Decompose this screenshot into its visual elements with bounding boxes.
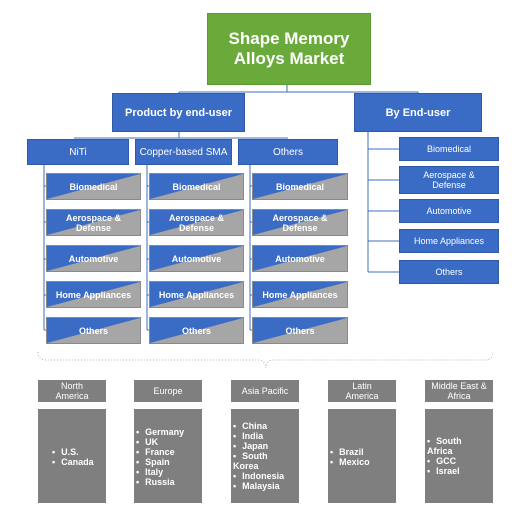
region-europe-body: Germany UK France Spain Italy Russia <box>134 409 202 503</box>
product-copper-label: Copper-based SMA <box>139 146 228 158</box>
region-name: Latin America <box>345 381 379 401</box>
enduser-item-automotive: Automotive <box>399 199 499 223</box>
country-item: Indonesia <box>233 471 299 481</box>
product-niti-box: NiTi <box>27 139 129 165</box>
others-item-label: Biomedical <box>275 181 324 192</box>
copper-item-label: Biomedical <box>172 181 221 192</box>
country-item: Canada <box>52 457 106 467</box>
region-name: North America <box>55 381 89 401</box>
niti-item-biomedical: Biomedical <box>46 173 141 200</box>
product-others-label: Others <box>272 146 303 158</box>
product-others-box: Others <box>238 139 338 165</box>
country-item: India <box>233 431 299 441</box>
copper-item-label: Automotive <box>171 253 222 264</box>
niti-item-others: Others <box>46 317 141 344</box>
region-mea-header: Middle East & Africa <box>425 380 493 402</box>
region-europe-header: Europe <box>134 380 202 402</box>
region-name: Middle East & Africa <box>431 381 487 401</box>
region-asia-pacific-header: Asia Pacific <box>231 380 299 402</box>
others-item-aerospace: Aerospace & Defense <box>252 209 348 236</box>
copper-item-aerospace: Aerospace & Defense <box>149 209 244 236</box>
product-copper-box: Copper-based SMA <box>135 139 232 165</box>
niti-item-aerospace: Aerospace & Defense <box>46 209 141 236</box>
region-name: Europe <box>153 386 183 396</box>
title-text: Shape Memory Alloys Market <box>228 29 350 68</box>
niti-item-label: Others <box>78 325 108 336</box>
enduser-item-label: Aerospace & Defense <box>423 170 475 190</box>
country-item: U.S. <box>52 447 106 457</box>
country-item: Japan <box>233 441 299 451</box>
country-item: UK <box>136 437 202 447</box>
others-item-home-appliances: Home Appliances <box>252 281 348 308</box>
region-latin-america-body: Brazil Mexico <box>328 409 396 503</box>
enduser-item-label: Others <box>435 267 463 277</box>
country-item: Russia <box>136 477 202 487</box>
others-item-label: Home Appliances <box>262 289 338 300</box>
enduser-item-biomedical: Biomedical <box>399 137 499 161</box>
others-item-label: Automotive <box>275 253 325 264</box>
niti-item-label: Automotive <box>68 253 119 264</box>
others-item-others: Others <box>252 317 348 344</box>
country-item: South Africa <box>427 436 473 456</box>
country-item: Mexico <box>330 457 396 467</box>
copper-item-label: Aerospace & Defense <box>168 212 225 233</box>
enduser-item-label: Automotive <box>426 206 472 216</box>
enduser-item-others: Others <box>399 260 499 284</box>
niti-item-label: Aerospace & Defense <box>65 212 122 233</box>
region-mea-body: South Africa GCC Israel <box>425 409 493 503</box>
copper-item-others: Others <box>149 317 244 344</box>
country-item: South Korea <box>233 451 273 471</box>
copper-item-biomedical: Biomedical <box>149 173 244 200</box>
enduser-item-label: Biomedical <box>426 144 472 154</box>
others-item-label: Aerospace & Defense <box>272 212 328 233</box>
country-item: Malaysia <box>233 481 299 491</box>
copper-item-home-appliances: Home Appliances <box>149 281 244 308</box>
enduser-branch-label: By End-user <box>385 106 451 119</box>
enduser-item-label: Home Appliances <box>413 236 485 246</box>
enduser-item-home-appliances: Home Appliances <box>399 229 499 253</box>
country-item: Italy <box>136 467 202 477</box>
product-niti-label: NiTi <box>69 146 87 158</box>
region-name: Asia Pacific <box>241 386 289 396</box>
copper-item-label: Home Appliances <box>158 289 235 300</box>
others-item-biomedical: Biomedical <box>252 173 348 200</box>
country-item: Brazil <box>330 447 396 457</box>
enduser-branch-box: By End-user <box>354 93 482 132</box>
title-box: Shape Memory Alloys Market <box>207 13 371 85</box>
region-north-america-body: U.S. Canada <box>38 409 106 503</box>
region-latin-america-header: Latin America <box>328 380 396 402</box>
enduser-item-aerospace: Aerospace & Defense <box>399 166 499 194</box>
country-item: Germany <box>136 427 202 437</box>
niti-item-label: Home Appliances <box>55 289 132 300</box>
niti-item-automotive: Automotive <box>46 245 141 272</box>
niti-item-home-appliances: Home Appliances <box>46 281 141 308</box>
others-item-automotive: Automotive <box>252 245 348 272</box>
region-asia-pacific-body: China India Japan South Korea Indonesia … <box>231 409 299 503</box>
product-branch-label: Product by end-user <box>125 106 232 119</box>
country-item: China <box>233 421 299 431</box>
country-item: France <box>136 447 202 457</box>
niti-item-label: Biomedical <box>69 181 118 192</box>
others-item-label: Others <box>285 325 315 336</box>
country-item: Spain <box>136 457 202 467</box>
copper-item-label: Others <box>181 325 211 336</box>
country-item: Israel <box>427 466 493 476</box>
region-north-america-header: North America <box>38 380 106 402</box>
country-item: GCC <box>427 456 493 466</box>
copper-item-automotive: Automotive <box>149 245 244 272</box>
product-branch-box: Product by end-user <box>112 93 245 132</box>
